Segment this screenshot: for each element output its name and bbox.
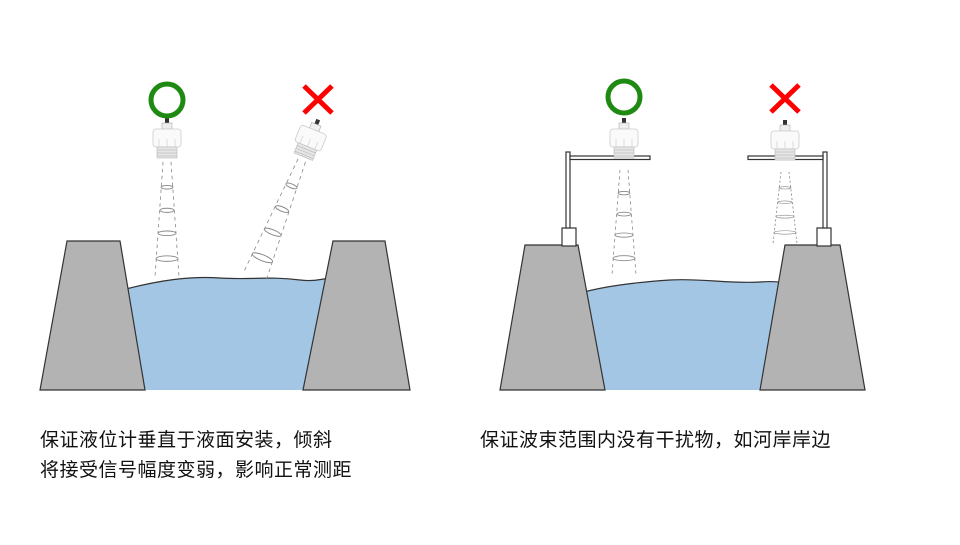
- clear-sensor: [609, 117, 639, 159]
- left-caption-line1: 保证液位计垂直于液面安装，倾斜: [40, 429, 333, 451]
- correct-icon: [605, 78, 643, 116]
- pole: [822, 151, 828, 229]
- clear-beam: [611, 169, 637, 276]
- obstructed-beam: [772, 171, 798, 245]
- left-bank: [39, 240, 146, 391]
- wrong-icon: [302, 84, 334, 115]
- right-bank: [302, 240, 411, 391]
- vertical-sensor: [152, 117, 182, 159]
- right-caption: 保证波束范围内没有干扰物，如河岸岸边: [480, 429, 832, 451]
- arm: [569, 155, 651, 161]
- correct-icon: [148, 81, 186, 119]
- tilted-sensor: [243, 113, 332, 282]
- left-bank: [499, 244, 606, 391]
- post-base: [561, 227, 577, 247]
- right-bank: [759, 244, 866, 391]
- pole: [565, 151, 571, 229]
- water: [122, 277, 332, 390]
- left-caption-line2: 将接受信号幅度变弱，影响正常测距: [40, 459, 353, 481]
- left-scene: [39, 81, 411, 391]
- water: [584, 279, 784, 390]
- wrong-icon: [769, 83, 801, 114]
- right-scene: [499, 78, 866, 391]
- vertical-beam: [154, 161, 180, 278]
- obstructed-sensor: [770, 119, 800, 161]
- post-base: [816, 227, 832, 247]
